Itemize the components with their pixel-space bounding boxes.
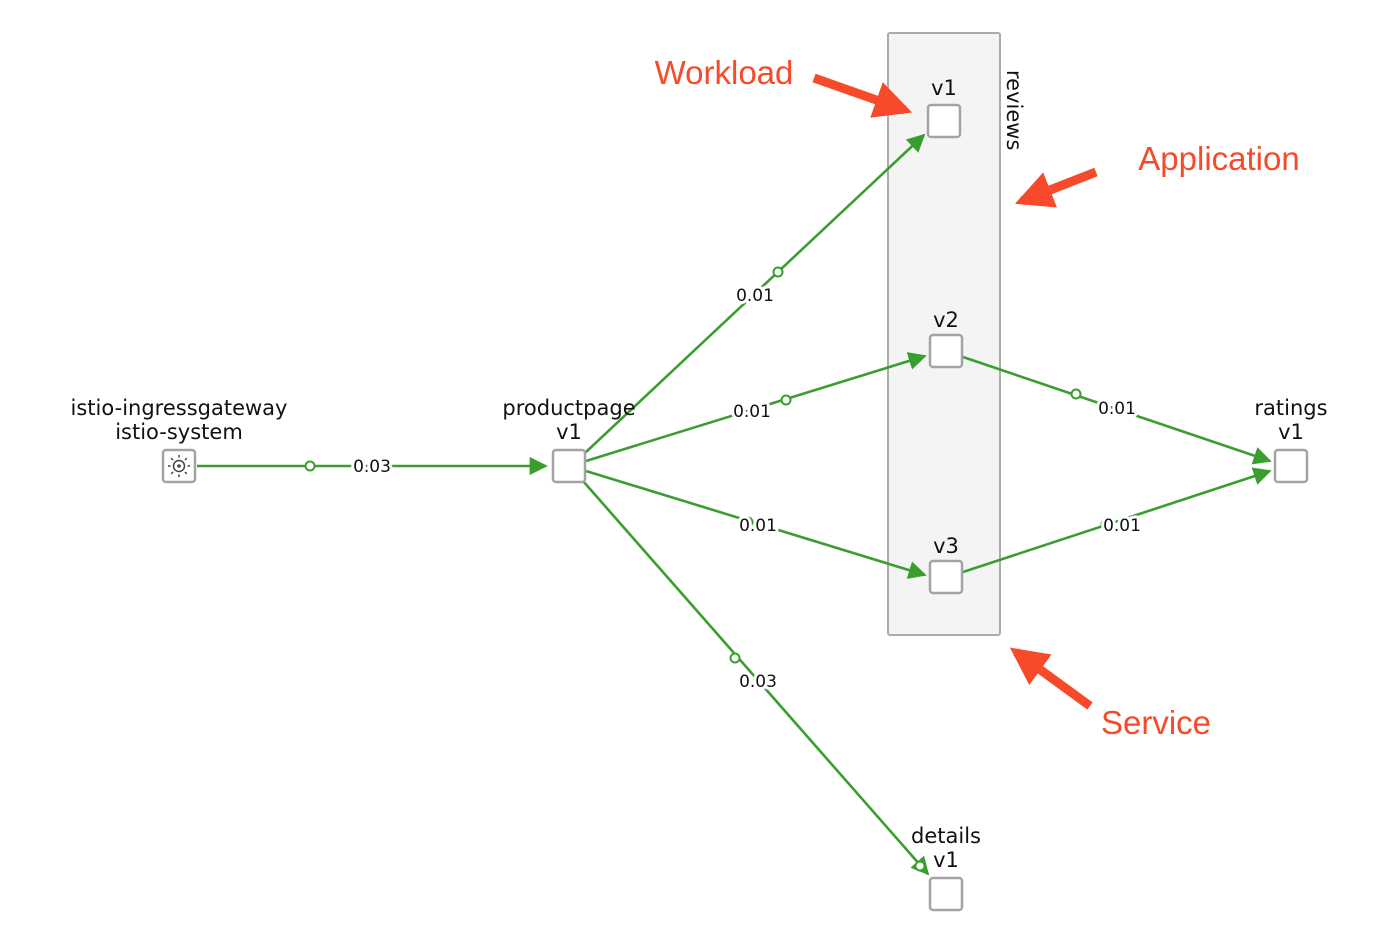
edge-productpage-to-reviews-v2: 0.01 — [585, 352, 927, 463]
node-name-label: ratings — [1254, 396, 1327, 420]
node-name-label: istio-ingressgateway — [71, 396, 288, 420]
gateway-icon — [168, 455, 190, 477]
edge-line[interactable] — [962, 467, 1272, 574]
node-version-label: v1 — [931, 76, 957, 100]
edge-line[interactable] — [585, 352, 927, 463]
annotation-arrow-workload — [812, 73, 913, 118]
annotation-workload-label: Workload — [655, 54, 794, 91]
edge-productpage-to-reviews-v1: 0.01 — [585, 133, 926, 453]
edge-line[interactable] — [962, 355, 1272, 465]
edge-line[interactable] — [582, 480, 930, 876]
node-reviews-v3: v3 — [928, 534, 964, 595]
node-version-label: v2 — [933, 308, 959, 332]
node-namespace-label: istio-system — [115, 420, 243, 444]
node-istio-ingressgateway: istio-ingressgateway istio-system — [71, 396, 288, 484]
node-box-ratings[interactable] — [1273, 448, 1309, 484]
node-box-reviews-v2[interactable] — [928, 333, 964, 369]
annotation-workload: Workload — [655, 54, 913, 118]
node-box-productpage[interactable] — [551, 448, 587, 484]
node-name-label: details — [911, 824, 981, 848]
edge-marker-dot — [729, 652, 741, 664]
edge-ingressgateway-to-productpage: 0.03 — [197, 454, 548, 480]
node-details: details v1 — [911, 824, 981, 912]
edge-marker-dot — [304, 460, 316, 472]
reviews-group-label: reviews — [1002, 70, 1026, 150]
node-reviews-v2: v2 — [928, 308, 964, 369]
node-version-label: v3 — [933, 534, 959, 558]
edge-label: 0.01 — [736, 286, 774, 306]
edge-marker-dot — [742, 516, 754, 528]
node-version-label: v1 — [556, 420, 582, 444]
edge-reviews-v2-to-ratings: 0.01 — [962, 355, 1272, 465]
node-productpage: productpage v1 — [502, 396, 636, 484]
node-reviews-v1: v1 — [926, 76, 962, 139]
annotation-arrow-application — [1014, 167, 1098, 208]
edge-label: 0.01 — [739, 516, 777, 536]
edge-label: 0.01 — [733, 402, 771, 422]
edge-marker-dot — [914, 860, 926, 872]
node-box-details[interactable] — [928, 876, 964, 912]
node-ratings: ratings v1 — [1254, 396, 1328, 484]
node-version-label: v1 — [933, 848, 959, 872]
edge-line[interactable] — [585, 469, 927, 579]
annotation-service-label: Service — [1101, 704, 1211, 741]
edge-productpage-to-reviews-v3: 0.01 — [585, 469, 927, 579]
annotation-application: Application — [1014, 140, 1300, 208]
edge-marker-dot — [1070, 388, 1082, 400]
edge-label: 0.03 — [353, 457, 391, 477]
edge-label: 0.01 — [1098, 399, 1136, 419]
annotation-application-label: Application — [1138, 140, 1299, 177]
node-version-label: v1 — [1278, 420, 1304, 444]
node-box-reviews-v3[interactable] — [928, 559, 964, 595]
annotation-arrow-service — [1009, 647, 1093, 710]
node-name-label: productpage — [502, 396, 635, 420]
edge-marker-dot — [772, 266, 784, 278]
edge-label: 0.01 — [1103, 516, 1141, 536]
edge-line[interactable] — [585, 133, 926, 453]
edge-marker-dot — [1100, 518, 1112, 530]
edge-marker-dot — [780, 394, 792, 406]
edge-reviews-v3-to-ratings: 0.01 — [962, 467, 1272, 574]
edge-productpage-to-details: 0.03 — [582, 480, 930, 876]
edge-label: 0.03 — [739, 672, 777, 692]
node-box-reviews-v1[interactable] — [926, 103, 962, 139]
annotation-service: Service — [1009, 647, 1211, 741]
